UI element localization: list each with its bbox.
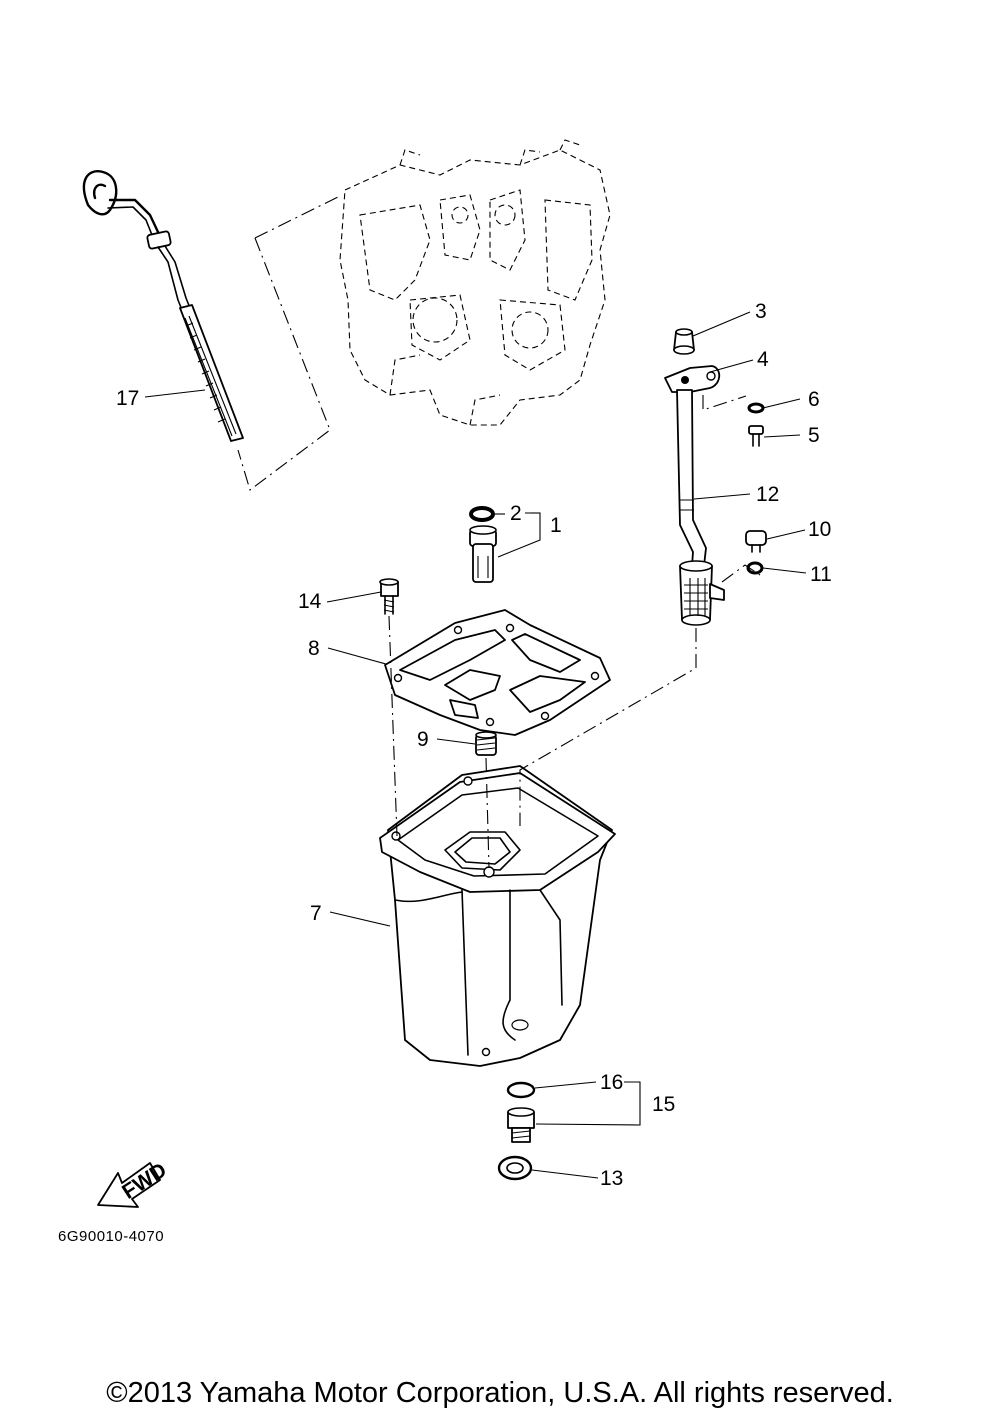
callout-13: 13 bbox=[600, 1167, 623, 1190]
plug-alignment-line bbox=[485, 757, 490, 869]
callout-6: 6 bbox=[808, 388, 820, 411]
fwd-label: FWD bbox=[118, 1159, 171, 1204]
threaded-plug bbox=[475, 731, 497, 756]
drain-plug-assembly bbox=[497, 1081, 536, 1181]
callout-2: 2 bbox=[510, 502, 522, 525]
callout-10: 10 bbox=[808, 518, 831, 541]
oil-pan-bolt bbox=[379, 578, 399, 615]
callout-4: 4 bbox=[757, 348, 769, 371]
strainer-alignment-line bbox=[519, 628, 697, 826]
callout-11: 11 bbox=[810, 563, 832, 586]
strainer-bracket-line bbox=[702, 395, 761, 583]
bolt-alignment-line bbox=[388, 615, 398, 837]
dipstick-alignment-line bbox=[237, 196, 339, 491]
oil-pan bbox=[379, 765, 616, 1067]
engine-block-outline bbox=[339, 139, 611, 426]
callout-8: 8 bbox=[308, 637, 320, 660]
callout-15: 15 bbox=[652, 1093, 675, 1116]
callout-7: 7 bbox=[310, 902, 322, 925]
forward-direction-arrow: FWD bbox=[97, 1159, 171, 1208]
diagram-part-code: 6G90010-4070 bbox=[58, 1228, 165, 1245]
callout-1: 1 bbox=[550, 514, 562, 537]
callout-17: 17 bbox=[116, 387, 139, 410]
oil-strainer-assembly bbox=[664, 328, 767, 626]
callout-3: 3 bbox=[755, 300, 767, 323]
leader-lines bbox=[144, 311, 807, 1179]
callout-numbers: 1 2 3 4 5 6 7 8 9 10 11 12 13 14 15 16 1… bbox=[116, 300, 832, 1190]
oil-pan-gasket bbox=[384, 609, 611, 736]
callout-14: 14 bbox=[298, 590, 322, 613]
callout-9: 9 bbox=[417, 728, 429, 751]
callout-12: 12 bbox=[756, 483, 779, 506]
callout-16: 16 bbox=[600, 1071, 623, 1094]
oil-pressure-switch bbox=[469, 506, 497, 583]
copyright-notice: ©2013 Yamaha Motor Corporation, U.S.A. A… bbox=[106, 1377, 894, 1409]
dipstick bbox=[82, 170, 244, 442]
callout-5: 5 bbox=[808, 424, 820, 447]
